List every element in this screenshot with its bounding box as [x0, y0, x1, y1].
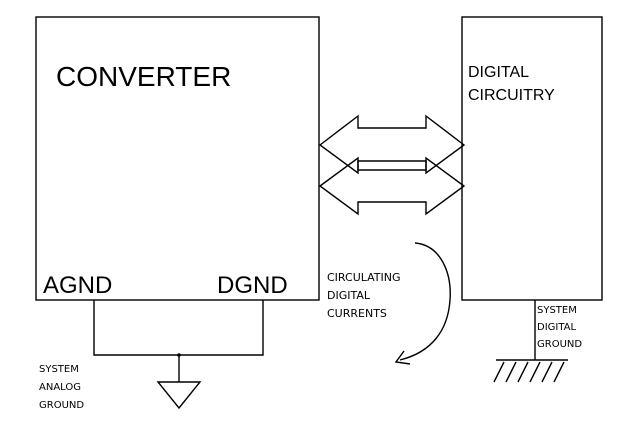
dgnd-label: DGND — [217, 272, 288, 299]
analog-ground-line2: ANALOG — [39, 382, 81, 393]
digital-title-line2: CIRCUITRY — [468, 87, 555, 104]
analog-ground-line1: SYSTEM — [39, 364, 79, 375]
agnd-dgnd-connection — [93, 300, 264, 356]
data-bus-arrow-top — [318, 114, 466, 175]
digital-ground-hatch — [493, 361, 565, 383]
loop-label-line1: CIRCULATING — [327, 271, 401, 284]
data-bus-arrow-bottom — [318, 156, 466, 216]
digital-ground-line1: SYSTEM — [537, 305, 577, 316]
digital-ground-line2: DIGITAL — [537, 322, 577, 333]
circulating-current-loop — [399, 242, 451, 361]
loop-label-line2: DIGITAL — [327, 289, 371, 302]
agnd-label: AGND — [43, 272, 112, 299]
analog-ground-symbol — [156, 381, 202, 410]
converter-title: CONVERTER — [56, 61, 231, 92]
converter-block — [35, 16, 320, 301]
loop-label-line3: CURRENTS — [327, 307, 387, 320]
loop-arrowhead — [394, 350, 411, 365]
analog-ground-line3: GROUND — [39, 400, 84, 411]
digital-circuitry-block — [461, 16, 603, 301]
ground-junction-dot — [177, 353, 181, 357]
digital-title-line1: DIGITAL — [468, 64, 529, 81]
digital-ground-line3: GROUND — [537, 339, 582, 350]
